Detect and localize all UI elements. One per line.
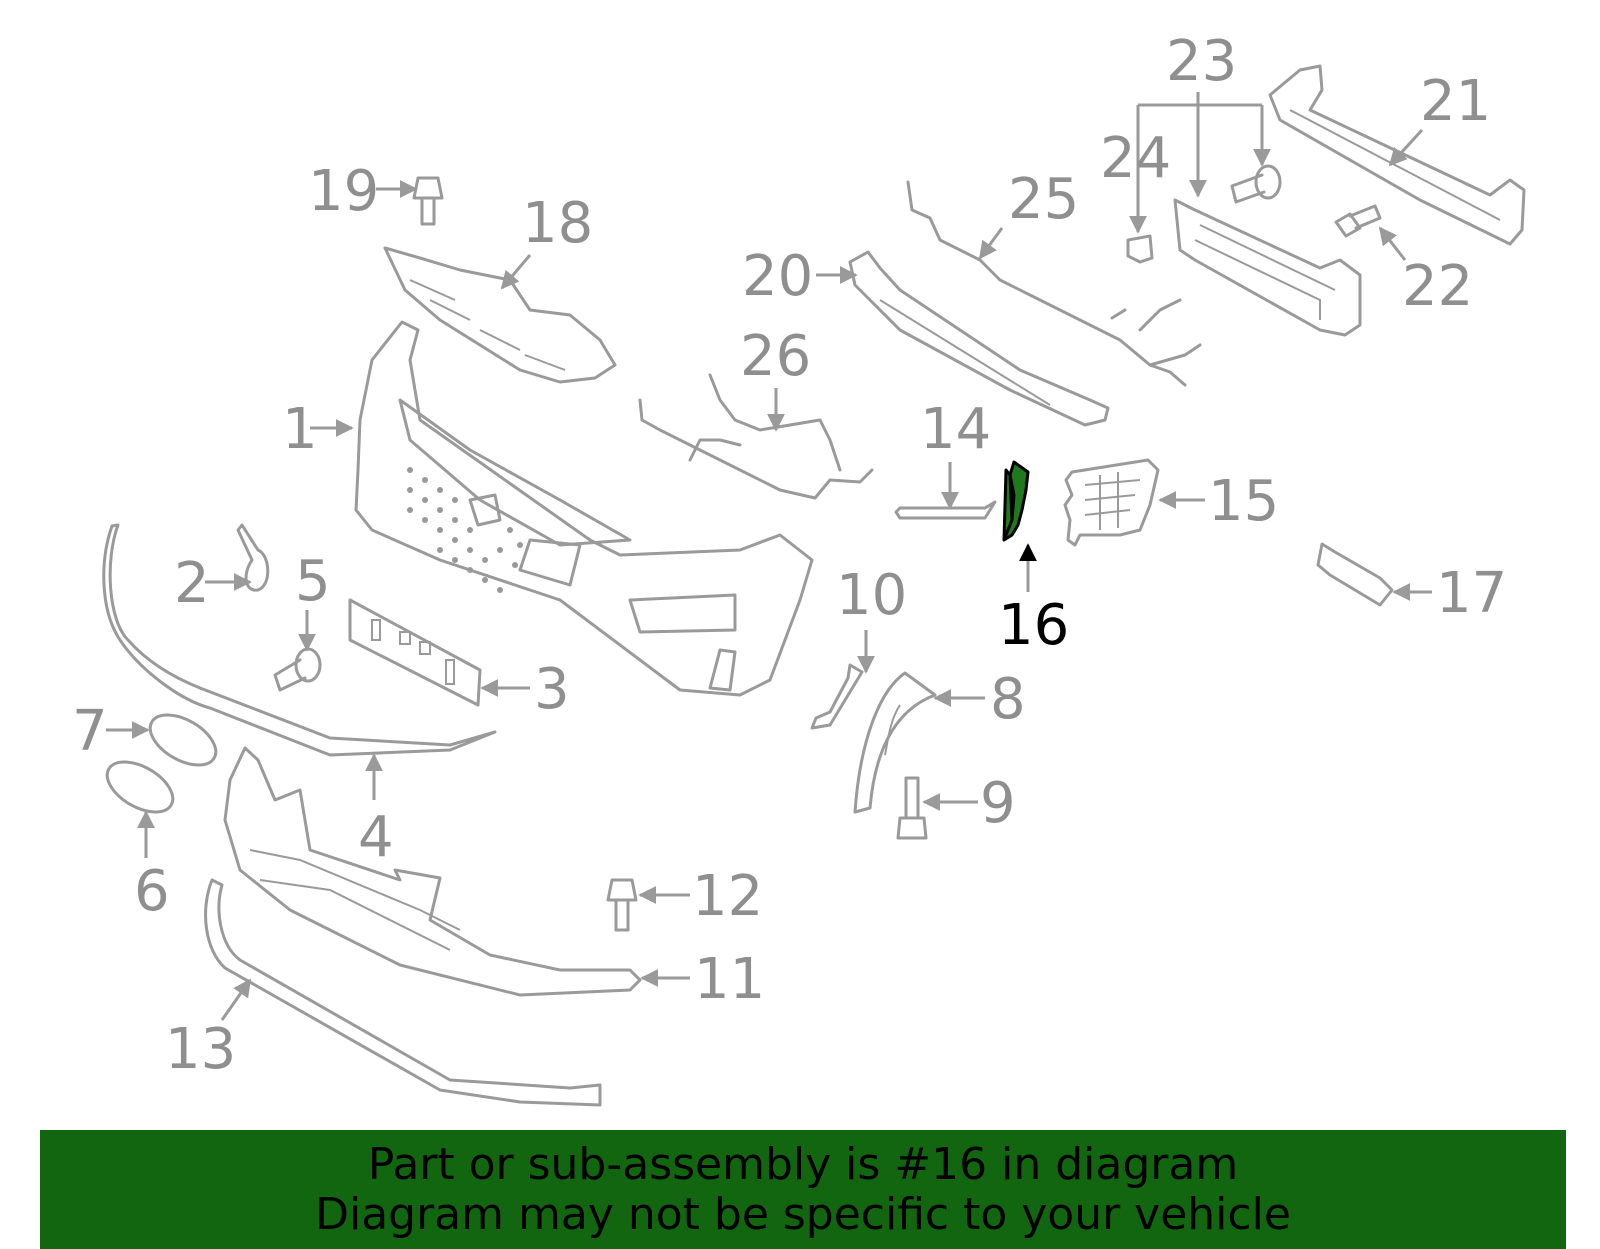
banner-line-2: Diagram may not be specific to your vehi…: [315, 1189, 1291, 1240]
callout-19: 19: [308, 159, 379, 224]
banner-line-1: Part or sub-assembly is #16 in diagram: [367, 1139, 1239, 1190]
callout-2: 2: [174, 551, 210, 616]
screw-23-part: [1230, 164, 1282, 204]
bumper-cover-part: [354, 320, 814, 697]
clip-24-part: [1126, 234, 1154, 264]
callout-25: 25: [1008, 167, 1079, 232]
screw-5-part: [273, 647, 322, 692]
callout-9: 9: [980, 771, 1016, 836]
part-15-shape: [1063, 458, 1160, 547]
harness-26-part: [638, 373, 874, 500]
callout-1: 1: [282, 397, 318, 462]
callout-20: 20: [742, 244, 813, 309]
callout-5: 5: [295, 549, 331, 614]
license-bracket-part: [348, 598, 482, 707]
harness-25-part: [906, 180, 1202, 387]
shield-18-part: [383, 246, 617, 384]
callout-11: 11: [694, 947, 765, 1012]
callout-24: 24: [1100, 126, 1171, 191]
info-banner: Part or sub-assembly is #16 in diagram D…: [40, 1130, 1566, 1249]
callout-3: 3: [534, 657, 570, 722]
callout-21: 21: [1420, 69, 1491, 134]
callout-13: 13: [165, 1017, 236, 1082]
parts-diagram: 1 2 3 4 5 6 7 8 9 10 11 12 13 14 15 16 1…: [72, 29, 1526, 1107]
callout-14: 14: [920, 397, 991, 462]
bolt-22-part: [1334, 204, 1382, 238]
upper-trim-part: [102, 523, 497, 757]
part-14-shape: [894, 500, 997, 520]
emblem-7-part: [148, 713, 218, 767]
absorber-20-part: [848, 250, 1110, 427]
callout-10: 10: [836, 563, 907, 628]
callout-4: 4: [358, 805, 394, 870]
callout-16: 16: [998, 593, 1069, 658]
part-17-shape: [1316, 542, 1394, 607]
emblem-6-part: [105, 760, 175, 814]
callout-8: 8: [990, 667, 1026, 732]
callout-6: 6: [134, 859, 170, 924]
callout-17: 17: [1436, 561, 1507, 626]
leader-lines: [106, 92, 1432, 1021]
part-2-shape: [236, 523, 270, 592]
callout-23: 23: [1166, 29, 1237, 94]
bolt-12-part: [606, 878, 638, 932]
arch-trim-8-part: [853, 671, 937, 814]
callout-26: 26: [740, 324, 811, 389]
callout-7: 7: [72, 699, 108, 764]
bolt-9-part: [896, 776, 928, 840]
callout-15: 15: [1208, 469, 1279, 534]
bolt-19-part: [412, 176, 444, 226]
callout-18: 18: [522, 191, 593, 256]
bracket-10-part: [810, 663, 864, 730]
lower-strip-13-part: [204, 878, 602, 1107]
lower-grille-11-part: [223, 746, 642, 997]
bracket-23-part: [1173, 198, 1362, 337]
callout-22: 22: [1402, 254, 1473, 319]
highlighted-part-16: [1002, 460, 1030, 542]
callout-12: 12: [692, 864, 763, 929]
